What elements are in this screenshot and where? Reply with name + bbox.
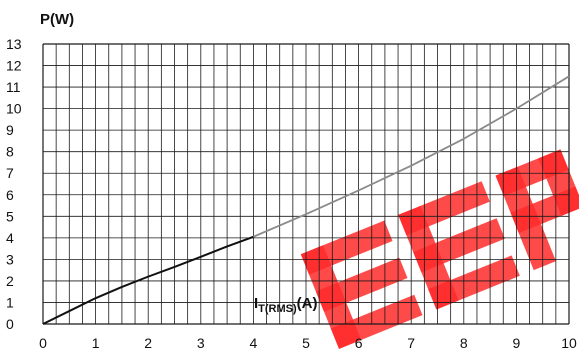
x-tick-label: 3 — [197, 335, 205, 351]
x-tick-label: 5 — [302, 335, 310, 351]
x-axis-label-unit: (A) — [297, 295, 318, 312]
watermark-shapes — [300, 149, 579, 349]
x-tick-label: 4 — [250, 335, 258, 351]
x-tick-label: 6 — [355, 335, 363, 351]
y-tick-label: 8 — [6, 144, 14, 160]
x-axis-label-sub: T(RMS) — [258, 303, 297, 315]
x-axis-label-main: I — [254, 295, 258, 312]
x-tick-label: 7 — [407, 335, 415, 351]
watermark-bar — [495, 166, 556, 271]
x-tick-labels: 0 1 2 3 4 5 6 7 8 9 10 — [39, 335, 577, 351]
watermark-bar — [398, 205, 459, 310]
y-tick-label: 4 — [6, 230, 14, 246]
y-tick-label: 13 — [6, 36, 22, 52]
y-tick-label: 12 — [6, 58, 22, 74]
x-tick-label: 8 — [460, 335, 468, 351]
y-tick-label: 2 — [6, 273, 14, 289]
y-tick-label: 1 — [6, 294, 14, 310]
logo-watermark — [300, 149, 579, 349]
y-tick-label: 0 — [6, 316, 14, 332]
x-tick-label: 1 — [92, 335, 100, 351]
y-axis-label: P(W) — [40, 11, 74, 28]
chart-grid — [42, 43, 570, 325]
y-tick-label: 9 — [6, 122, 14, 138]
y-tick-label: 7 — [6, 165, 14, 181]
curve-segment-1 — [42, 235, 254, 325]
y-tick-label: 11 — [6, 79, 21, 95]
x-tick-label: 2 — [144, 335, 152, 351]
x-tick-label: 9 — [513, 335, 521, 351]
watermark-bar — [300, 245, 362, 349]
y-tick-label: 5 — [6, 208, 14, 224]
chart-series — [42, 75, 570, 325]
x-tick-label: 0 — [39, 335, 47, 351]
y-tick-label: 10 — [6, 101, 22, 117]
watermark-bar — [538, 149, 579, 216]
curve-segment-2 — [253, 75, 570, 238]
y-tick-label: 3 — [6, 251, 14, 267]
y-tick-label: 6 — [6, 187, 14, 203]
x-tick-label: 10 — [561, 335, 577, 351]
x-axis-label: IT(RMS)(A) — [254, 295, 318, 315]
